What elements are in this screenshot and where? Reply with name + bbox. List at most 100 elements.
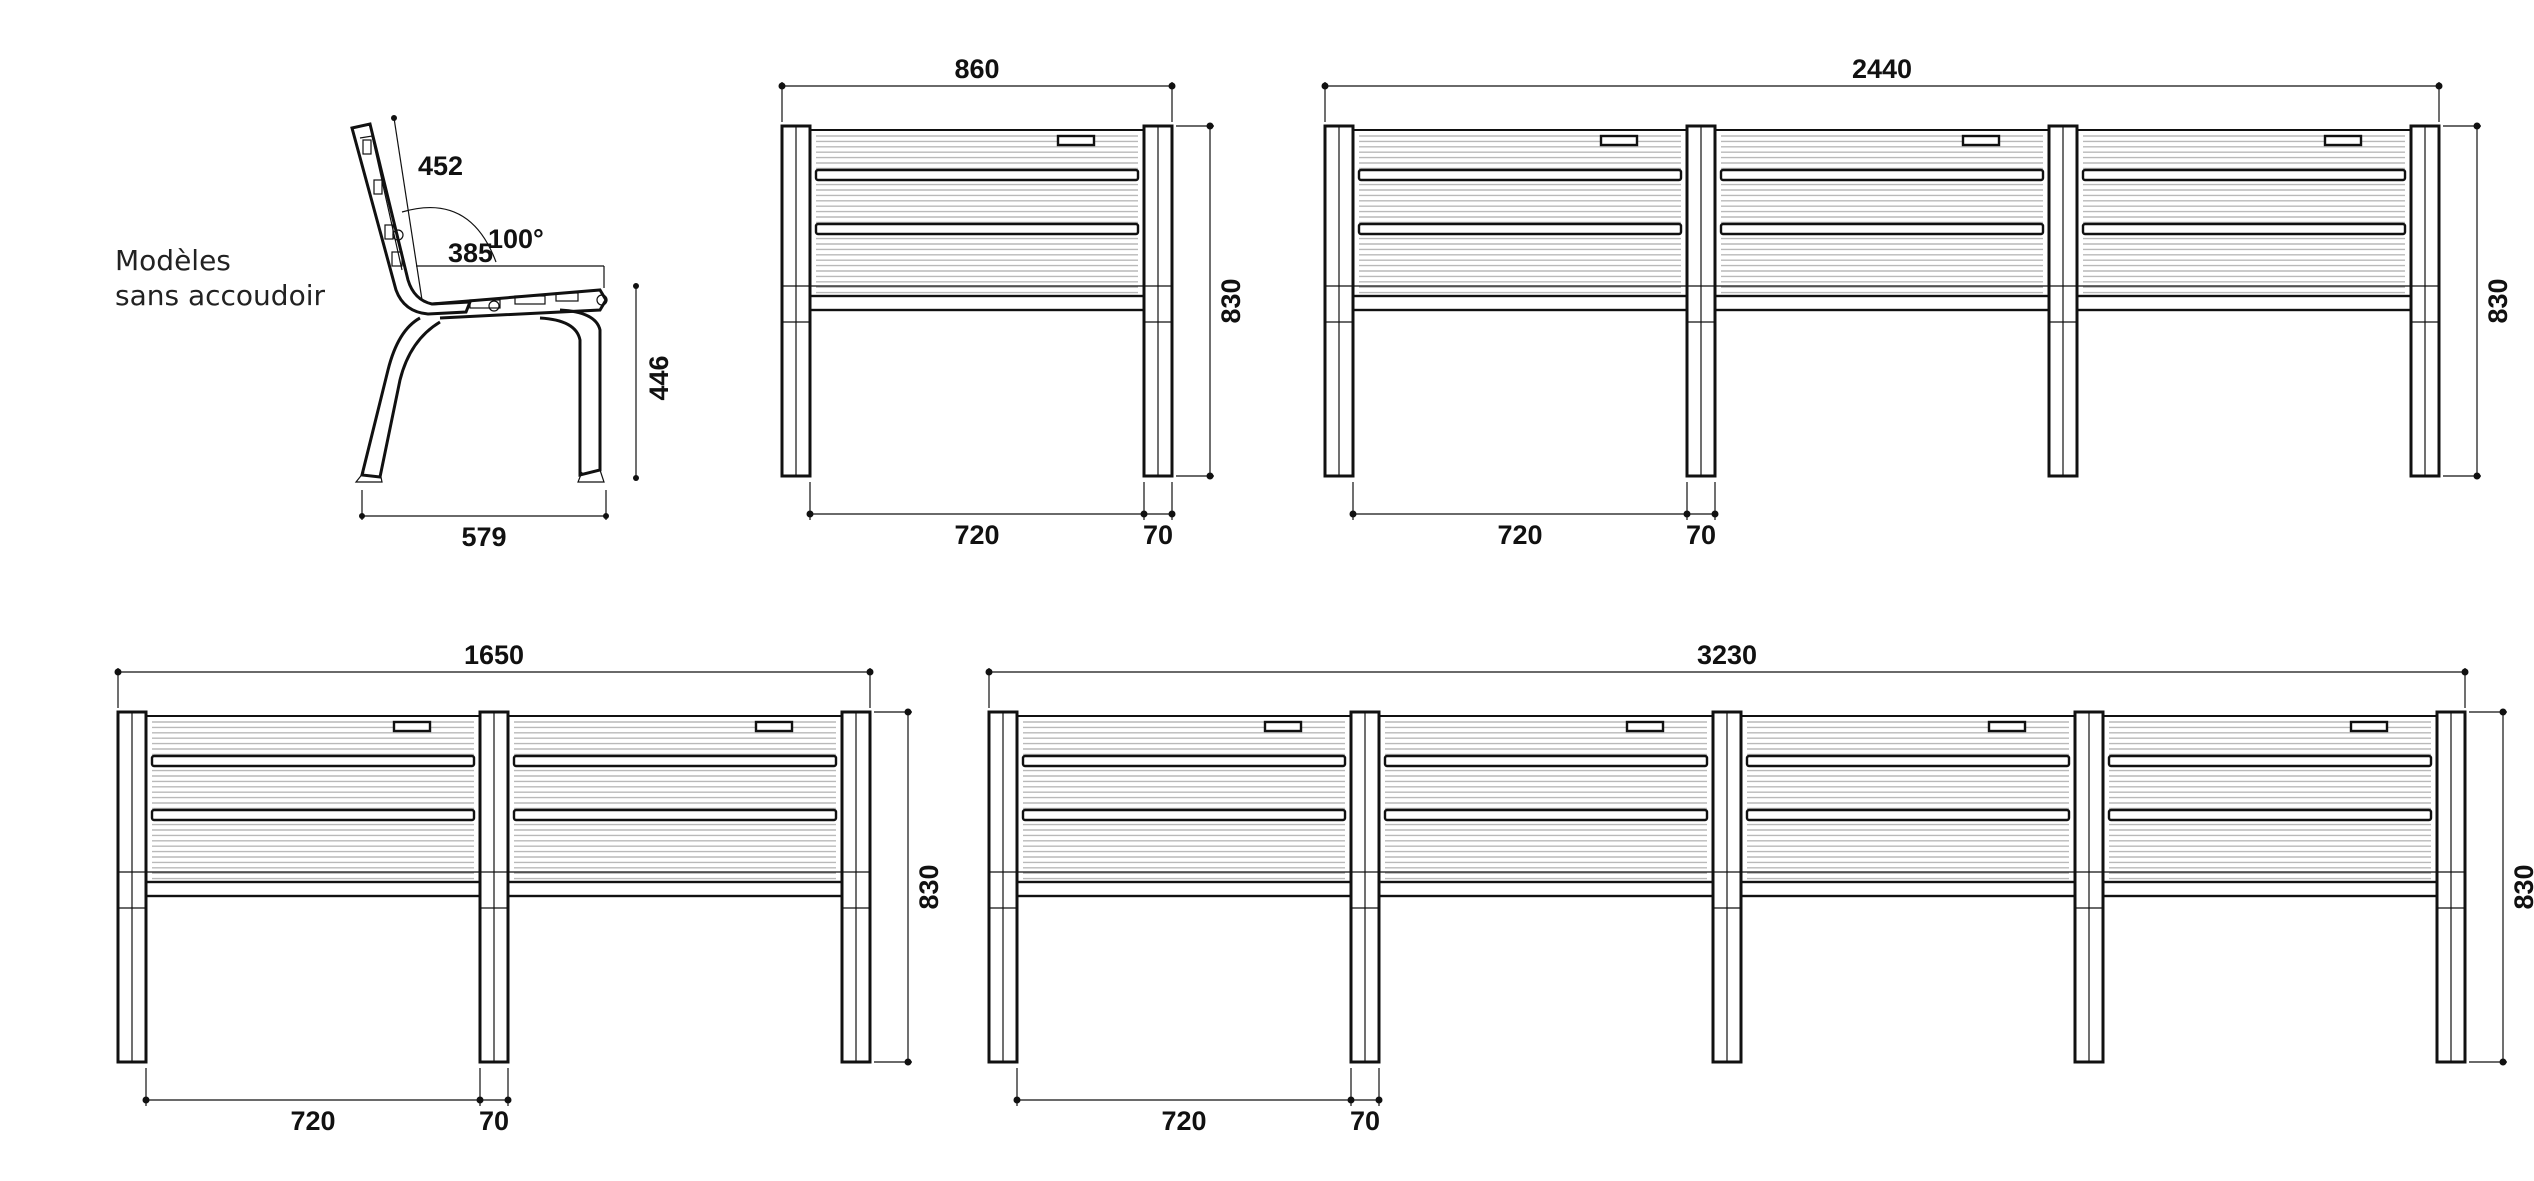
dim-dot (504, 1096, 512, 1104)
dim-dot (603, 513, 609, 519)
post-width-label: 70 (479, 1106, 509, 1136)
backrest-slot (384, 224, 394, 240)
lower-rail (814, 222, 1140, 236)
backrest-inner-line (359, 135, 403, 271)
seat-front-bar (144, 880, 482, 898)
dim-dot (806, 510, 814, 518)
angle-arc (401, 207, 497, 263)
bench-module (1351, 129, 1689, 312)
bench-module (1713, 129, 2051, 312)
upper-rail (1383, 754, 1709, 768)
seat-bolt (488, 300, 500, 312)
models-note-line2: sans accoudoir (115, 279, 325, 312)
dim-dot (2473, 122, 2481, 130)
side-view: 452 100° 385 446 579 (350, 115, 674, 552)
seat-front-bar (506, 880, 844, 898)
upper-rail (814, 168, 1140, 182)
backrest-length-label: 452 (418, 151, 463, 181)
dim-dot (2499, 708, 2507, 716)
front-foot (577, 469, 605, 483)
seat-front-bar (1713, 294, 2051, 312)
bay-width-label: 720 (1161, 1106, 1206, 1136)
upper-rail (1357, 168, 1683, 182)
bench-module (2101, 715, 2439, 898)
bay-width-label: 720 (1497, 520, 1542, 550)
dim-dot (1206, 472, 1214, 480)
bench-module (506, 715, 844, 898)
dim-dot (1683, 510, 1691, 518)
seat-bolt (596, 294, 608, 306)
bench-module (2075, 129, 2413, 312)
dim-dot (359, 513, 365, 519)
lower-rail (512, 808, 838, 822)
dim-dot (1168, 510, 1176, 518)
bench-module (1015, 715, 1353, 898)
seat-slot (555, 292, 579, 302)
bay-width-label: 720 (290, 1106, 335, 1136)
seat-front-bar (2101, 880, 2439, 898)
height-label: 830 (2509, 864, 2534, 909)
nameplate (2349, 720, 2389, 733)
dim-dot (904, 1058, 912, 1066)
seat-slot (469, 299, 501, 309)
height-label: 830 (1216, 278, 1246, 323)
overall-width-label: 2440 (1852, 54, 1912, 84)
lower-rail (2107, 808, 2433, 822)
upper-rail (1745, 754, 2071, 768)
lower-rail (1383, 808, 1709, 822)
backrest-bolt (392, 229, 404, 241)
dim-dot (2473, 472, 2481, 480)
upper-rail (150, 754, 476, 768)
dim-dot (1140, 510, 1148, 518)
lower-rail (1021, 808, 1347, 822)
lower-rail (1745, 808, 2071, 822)
nameplate (1961, 134, 2001, 147)
dim-dot (1375, 1096, 1383, 1104)
seat-front-bar (1351, 294, 1689, 312)
nameplate (1625, 720, 1665, 733)
dim-dot (1013, 1096, 1021, 1104)
bay-width-label: 720 (954, 520, 999, 550)
backrest-dim-line (393, 117, 423, 301)
lower-rail (2081, 222, 2407, 236)
dim-dot (778, 82, 786, 90)
height-label: 830 (2483, 278, 2513, 323)
height-label: 830 (914, 864, 944, 909)
lower-rail (1719, 222, 2045, 236)
seat-front-bar (1015, 880, 1353, 898)
backrest-slot (362, 139, 372, 155)
dim-dot (1711, 510, 1719, 518)
bench-module (144, 715, 482, 898)
nameplate (1263, 720, 1303, 733)
dim-dot (985, 668, 993, 676)
nameplate (1599, 134, 1639, 147)
total-depth-label: 579 (461, 522, 506, 552)
dim-dot (2461, 668, 2469, 676)
dim-dot (1321, 82, 1329, 90)
seat-profile (431, 288, 608, 320)
dim-dot (904, 708, 912, 716)
upper-rail (1719, 168, 2045, 182)
angle-label: 100° (488, 224, 544, 254)
post-width-label: 70 (1143, 520, 1173, 550)
seat-front-bar (1377, 880, 1715, 898)
rear-foot (354, 471, 383, 483)
bench-module (1377, 715, 1715, 898)
dim-dot (391, 115, 397, 121)
overall-width-label: 1650 (464, 640, 524, 670)
seat-front-bar (2075, 294, 2413, 312)
backrest-slot (373, 179, 383, 195)
dim-dot (114, 668, 122, 676)
dim-dot (1347, 1096, 1355, 1104)
rear-leg (360, 316, 441, 479)
dim-dot (633, 475, 639, 481)
seat-slot (514, 295, 546, 305)
dim-dot (1349, 510, 1357, 518)
dim-dot (142, 1096, 150, 1104)
bench-module (808, 129, 1146, 312)
backrest-slot (391, 251, 403, 267)
